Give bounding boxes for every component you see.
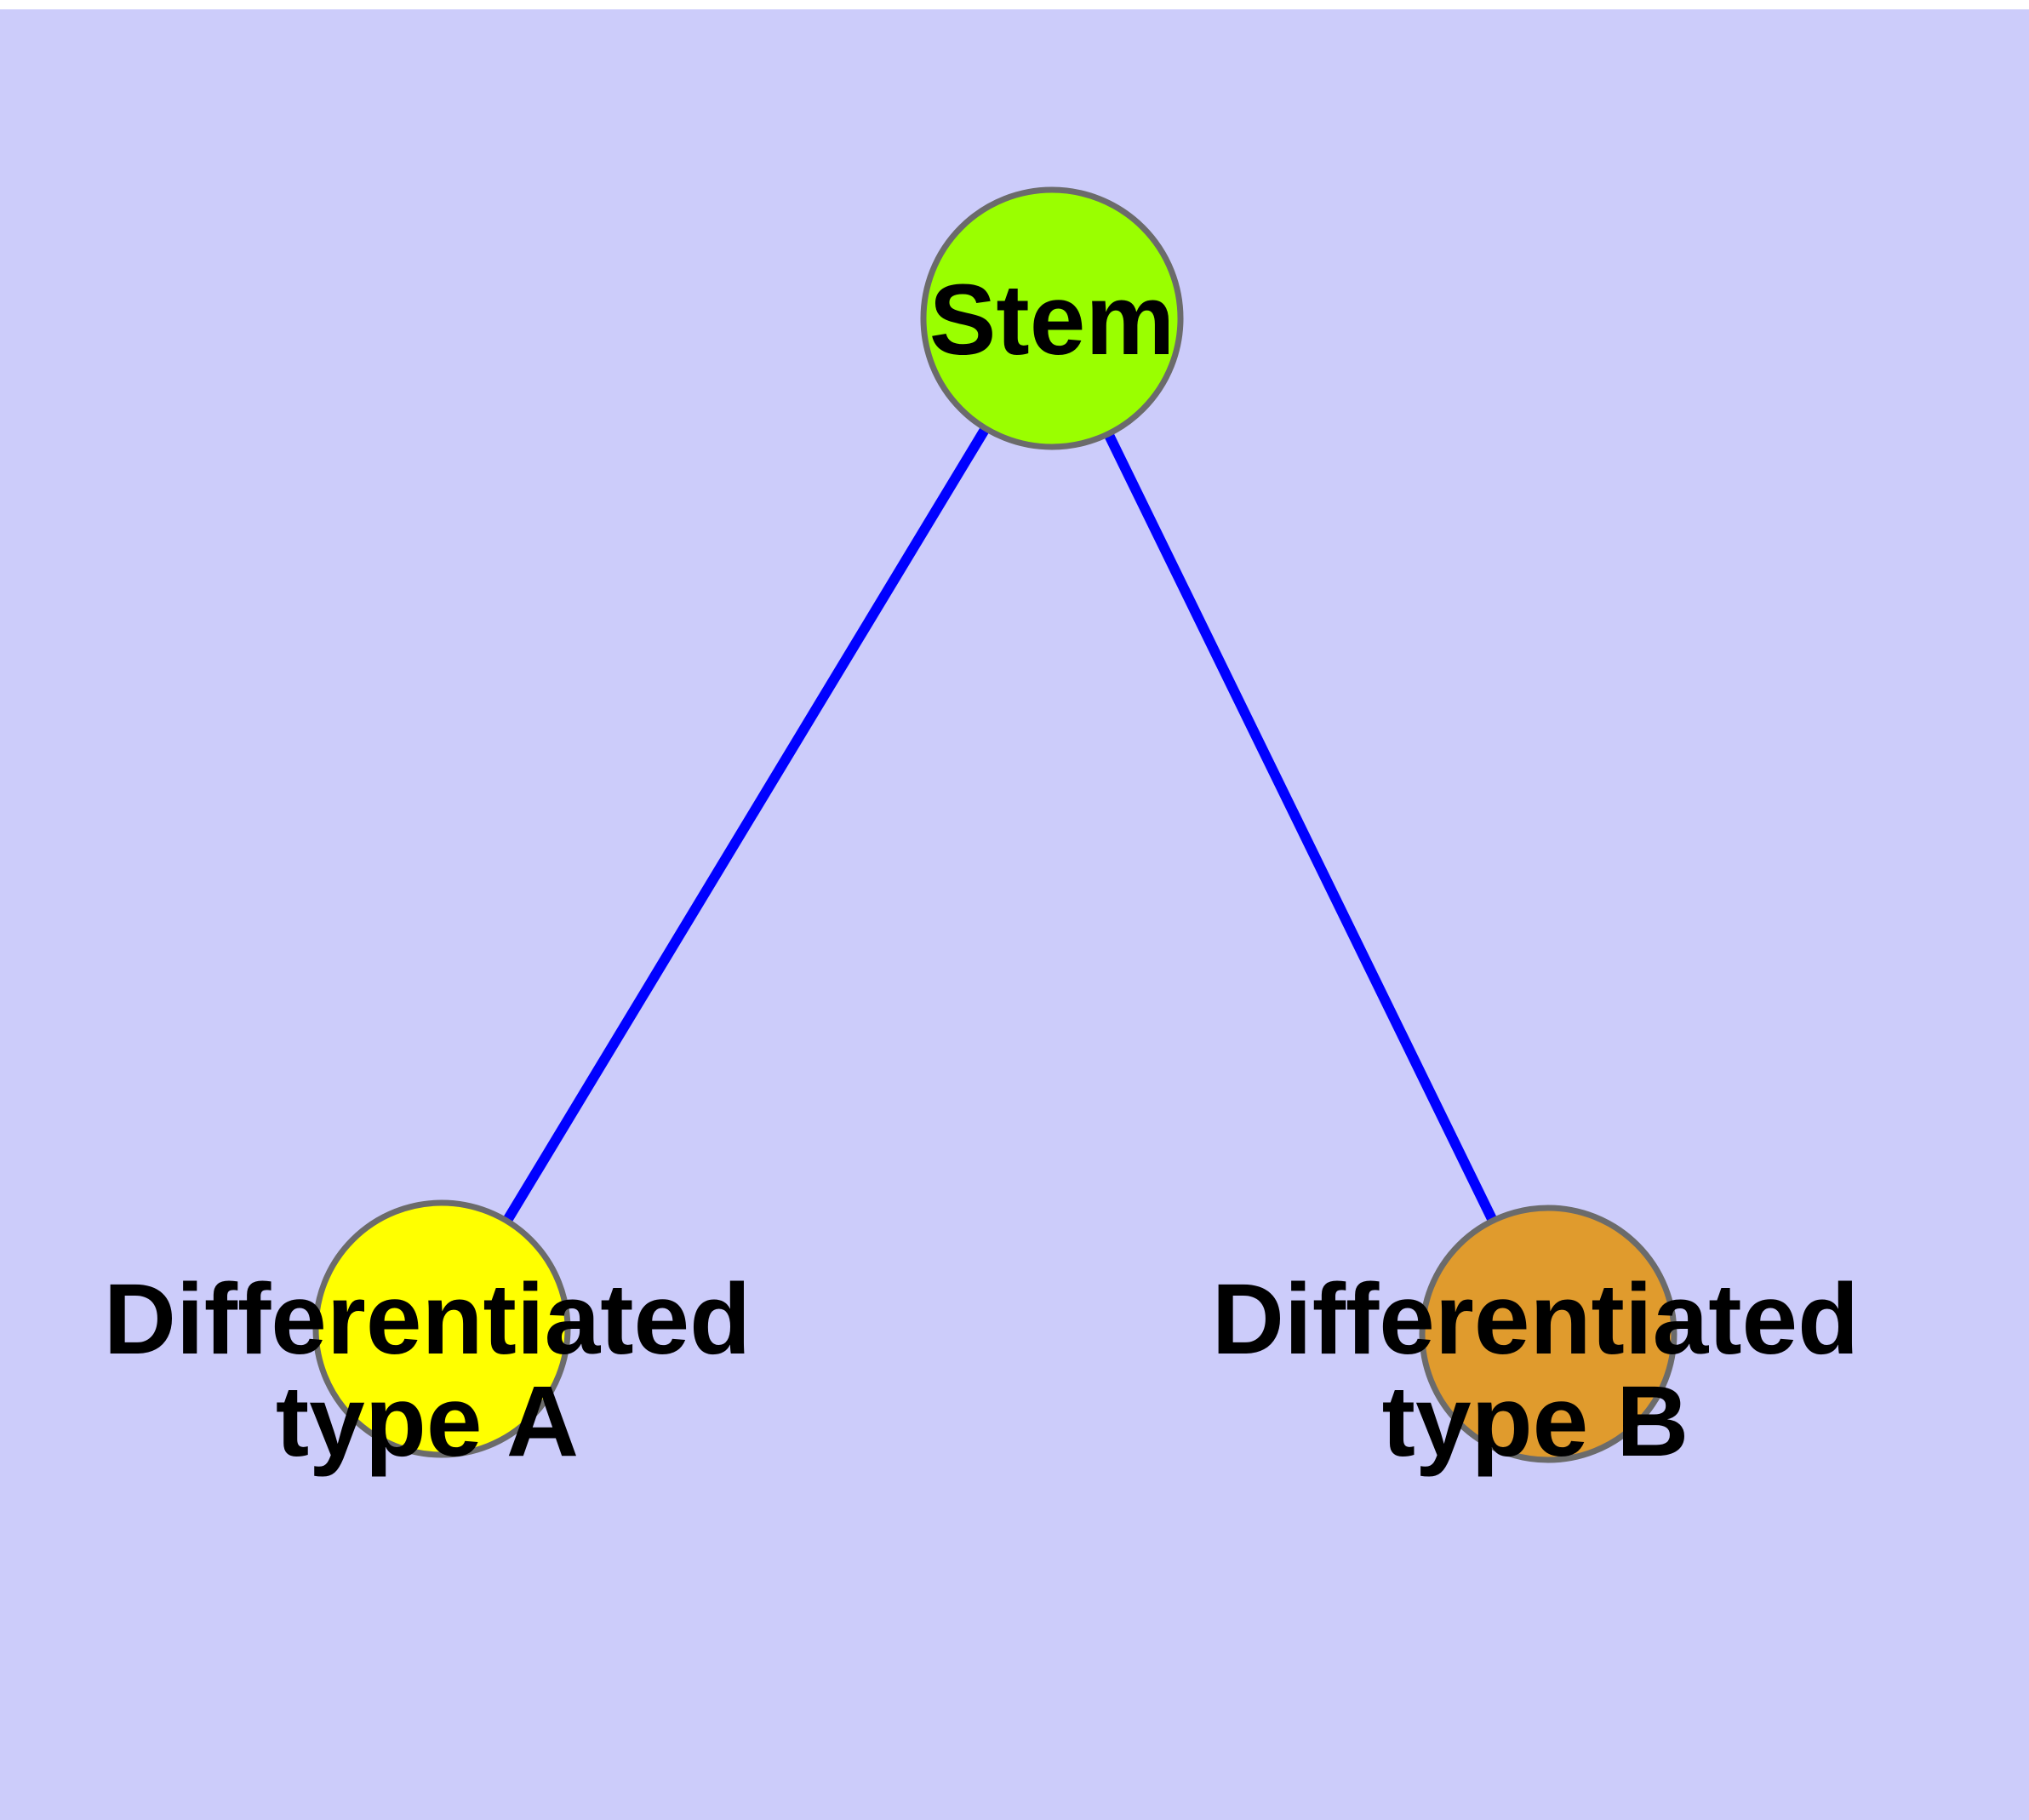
node-diff_a[interactable] (312, 1199, 571, 1458)
node-stem[interactable] (920, 186, 1184, 450)
edges-layer (500, 422, 1500, 1227)
edge-stem-diff_b (1102, 428, 1500, 1227)
node-label-line: Differentiated (1212, 1263, 1860, 1376)
node-label-line: type B (1382, 1365, 1689, 1478)
node-diff_b[interactable] (1419, 1205, 1677, 1463)
node-label-line: Differentiated (104, 1263, 752, 1376)
node-label-line: Stem (929, 264, 1175, 376)
node-label-line: type A (276, 1365, 579, 1478)
edge-stem-diff_a (500, 422, 992, 1227)
node-label-stem: Stem (929, 264, 1175, 376)
nodes-layer (312, 186, 1677, 1463)
